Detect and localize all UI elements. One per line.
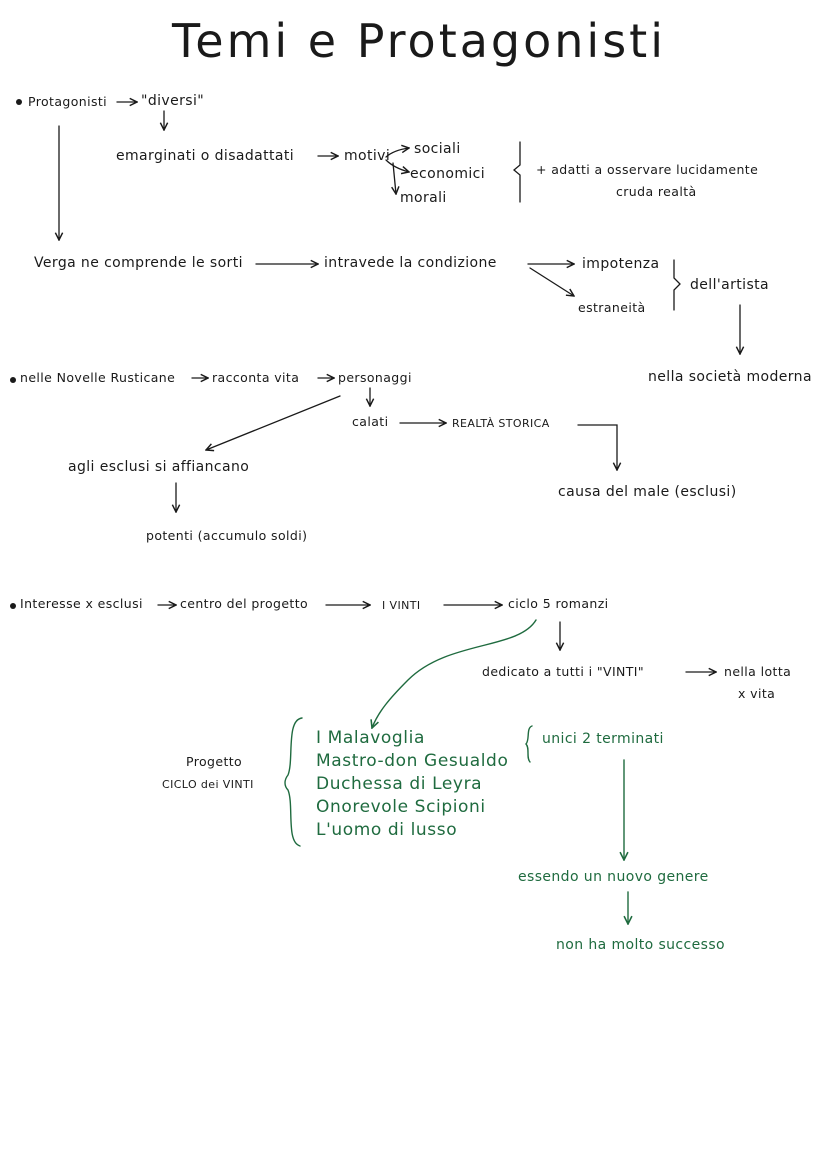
bullet (10, 377, 16, 383)
label-esclusi: agli esclusi si affiancano (68, 459, 250, 475)
label-motivi: motivi (344, 148, 391, 164)
label-progetto: Progetto (186, 754, 243, 769)
label-societa: nella società moderna (648, 369, 812, 385)
label-impotenza: impotenza (582, 256, 660, 272)
arrow-motivi-morali (393, 162, 396, 194)
bullet (10, 603, 16, 609)
label-sociali: sociali (414, 141, 461, 157)
label-unici: unici 2 terminati (542, 731, 664, 747)
arrow-ciclo-novels (372, 619, 537, 728)
label-realta-storica: REALTÀ STORICA (452, 417, 550, 430)
arrow-motivi-sociali (385, 148, 409, 158)
label-dedicato: dedicato a tutti i "VINTI" (482, 664, 645, 679)
label-ciclo: ciclo 5 romanzi (508, 596, 609, 611)
label-successo: non ha molto successo (556, 937, 725, 953)
label-ciclo-vinti: CICLO dei VINTI (162, 778, 254, 791)
label-emarginati: emarginati o disadattati (116, 148, 295, 164)
label-x-vita: x vita (738, 686, 776, 701)
label-personaggi: personaggi (338, 370, 412, 385)
label-centro: centro del progetto (180, 596, 309, 611)
label-potenti: potenti (accumulo soldi) (146, 528, 308, 543)
novel-item: Mastro-don Gesualdo (316, 751, 509, 771)
label-protagonisti: Protagonisti (28, 94, 108, 109)
label-novelle: nelle Novelle Rusticane (20, 370, 176, 385)
label-calati: calati (352, 414, 389, 429)
label-causa: causa del male (esclusi) (558, 484, 737, 500)
bullet (16, 99, 22, 105)
arrow-motivi-economici (385, 159, 409, 172)
brace-artista (673, 259, 681, 311)
label-artista: dell'artista (690, 277, 770, 293)
label-adatti: + adatti a osservare lucidamente (536, 162, 759, 177)
brace-unici (525, 725, 533, 763)
label-lotta: nella lotta (724, 664, 792, 679)
novel-item: L'uomo di lusso (316, 820, 458, 840)
label-economici: economici (410, 166, 486, 182)
page-title: Temi e Protagonisti (172, 14, 666, 68)
brace-novels (284, 717, 303, 847)
arrow-intravede-estraneita (529, 267, 574, 296)
label-estraneita: estraneità (578, 300, 646, 315)
label-cruda-realta: cruda realtà (616, 184, 697, 199)
label-verga: Verga ne comprende le sorti (34, 255, 243, 271)
arrow-realta-causa (577, 424, 617, 470)
label-vinti: I VINTI (382, 599, 421, 612)
label-intravede: intravede la condizione (324, 255, 497, 271)
label-diversi: "diversi" (141, 93, 205, 109)
novel-item: Duchessa di Leyra (316, 774, 483, 794)
brace-motivi (512, 141, 521, 203)
novel-item: I Malavoglia (316, 728, 425, 748)
arrow-personaggi-esclusi (206, 395, 341, 450)
label-genere: essendo un nuovo genere (518, 869, 709, 885)
novel-item: Onorevole Scipioni (316, 797, 486, 817)
label-interesse: Interesse x esclusi (20, 596, 143, 611)
label-morali: morali (400, 190, 447, 206)
label-racconta: racconta vita (212, 370, 300, 385)
